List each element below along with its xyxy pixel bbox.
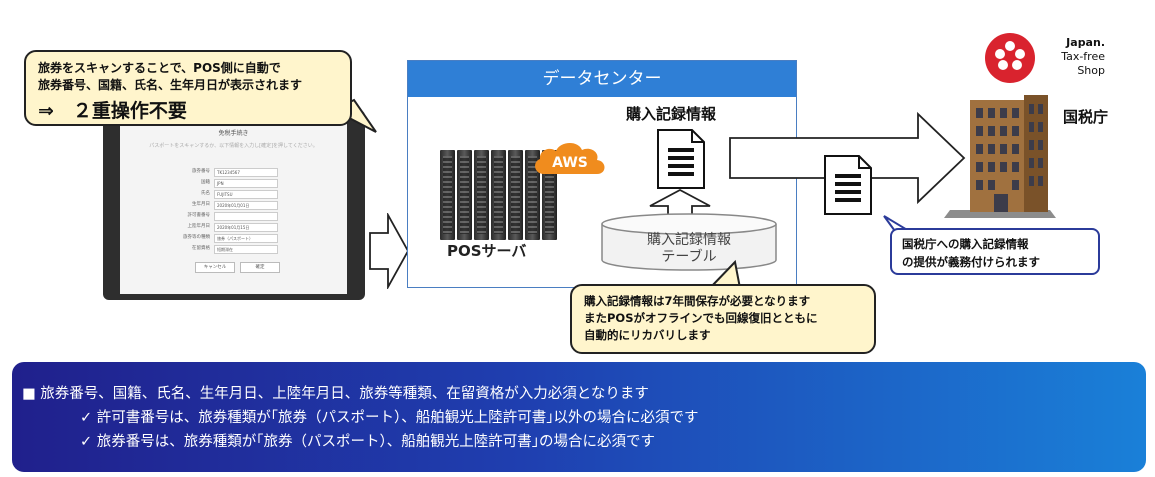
form-field-input[interactable]: FUJITSU [214,190,278,199]
logo-line1: Japan. [1066,36,1105,49]
tax-free-shop-logo-icon [985,33,1035,83]
form-field-label: 在留資格 [192,246,210,251]
banner-line1: ■ 旅券番号、国籍、氏名、生年月日、上陸年月日、旅券等種類、在留資格が入力必須と… [22,386,649,402]
form-row: 許可書番号 [140,212,340,221]
callout-scan-line3: ⇒ ２重操作不要 [38,100,187,122]
table-label-line2: テーブル [661,249,717,265]
server-rack [491,150,506,240]
server-rack [440,150,455,240]
form-field-input[interactable]: TK1234567 [214,168,278,177]
form-field-label: 旅券番号 [192,169,210,174]
callout-backup: 購入記録情報は7年間保存が必要となります またPOSがオフラインでも回線復旧とと… [570,284,876,354]
datacenter-title: データセンター [408,61,796,97]
pos-server-label: POSサーバ [447,242,527,260]
tax-note-line1: 国税庁への購入記録情報 [902,237,1029,251]
tax-office-label: 国税庁 [1063,108,1109,126]
callout-scan: 旅券をスキャンすることで、POS側に自動で 旅券番号、国籍、氏名、生年月日が表示… [24,50,352,126]
form-field-input[interactable]: 短期滞在 [214,245,278,254]
tablet-screen: 免税手続き パスポートをスキャンするか、以下情報を入力し[確定]を押してください… [120,112,347,294]
server-rack [508,150,523,240]
callout-scan-line1: 旅券をスキャンすることで、POS側に自動で [38,61,281,75]
form-field-label: 生年月日 [192,202,210,207]
database-table-label: 購入記録情報 テーブル [600,232,778,266]
form-field-input[interactable]: 2020年01月15日 [214,223,278,232]
tax-free-shop-logo-text: Japan. Tax-free Shop [1050,36,1105,78]
form-row: 旅券番号 TK1234567 [140,168,340,177]
arrow-to-datacenter [369,213,410,289]
server-rack [457,150,472,240]
form-row: 在留資格短期滞在 [140,245,340,254]
form-title: 免税手続き [218,130,249,137]
callout-backup-line1: 購入記録情報は7年間保存が必要となります [584,294,811,308]
form-field-input[interactable]: 2020年01月01日 [214,201,278,210]
table-label-line1: 購入記録情報 [647,232,731,248]
cancel-button[interactable]: キャンセル [195,262,235,273]
form-row: 国籍 JPN [140,179,340,188]
form-field-label: 上陸年月日 [187,224,211,229]
callout-backup-line2: またPOSがオフラインでも回線復旧とともに [584,311,818,325]
database-table-icon [601,213,777,271]
record-label: 購入記録情報 [626,105,717,123]
callout-scan-line2: 旅券番号、国籍、氏名、生年月日が表示されます [38,78,303,92]
form-field-label: 氏名 [201,191,210,196]
callout-backup-line3: 自動的にリカバリします [584,328,711,342]
form-row: 旅券等の種類旅券（パスポート） [140,234,340,243]
form-field-input[interactable]: 旅券（パスポート） [214,234,278,243]
form-field-label: 旅券等の種類 [183,235,210,240]
form-field-label: 国籍 [201,180,210,185]
requirements-banner: ■ 旅券番号、国籍、氏名、生年月日、上陸年月日、旅券等種類、在留資格が入力必須と… [12,362,1146,472]
server-rack [474,150,489,240]
form-field-input[interactable] [214,212,278,221]
document-icon [824,155,872,215]
tax-office-building-icon [944,95,1056,218]
aws-label: AWS [552,155,588,171]
form-field-input[interactable]: JPN [214,179,278,188]
aws-cloud-icon: AWS [535,142,605,174]
banner-line3: ✓ 旅券番号は、旅券種類が｢旅券（パスポート）、船舶観光上陸許可書｣の場合に必須… [80,434,656,450]
form-subtitle: パスポートをスキャンするか、以下情報を入力し[確定]を押してください。 [149,143,318,149]
tax-note-line2: の提供が義務付けられます [902,255,1040,269]
banner-line2: ✓ 許可書番号は、旅券種類が｢旅券（パスポート）、船舶観光上陸許可書｣以外の場合… [80,410,699,426]
form-row: 氏名 FUJITSU [140,190,340,199]
confirm-button[interactable]: 確定 [240,262,280,273]
tax-office-note: 国税庁への購入記録情報 の提供が義務付けられます [890,228,1100,275]
form-row: 生年月日 2020年01月01日 [140,201,340,210]
logo-line2: Tax-free [1061,50,1105,63]
logo-line3: Shop [1077,64,1105,77]
form-field-label: 許可書番号 [187,213,211,218]
server-rack [525,150,540,240]
document-icon [657,129,705,189]
